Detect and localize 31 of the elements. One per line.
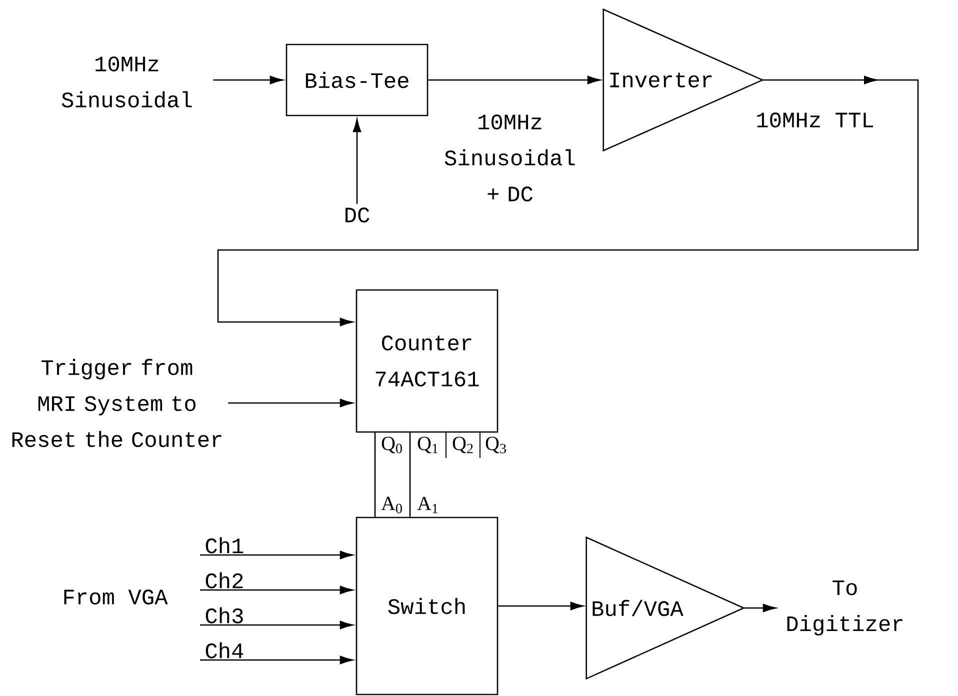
arrow [744,604,776,612]
pin-label: Q$_{0}$ [382,436,402,454]
signal-label: 10MHz Sinusoidal [62,56,192,108]
arrow [498,602,584,610]
connection-line [374,432,376,517]
arrow [200,550,353,560]
pin-label: Q$_{3}$ [486,436,506,454]
signal-label: Trigger from MRI System to Reset the Counter [12,358,222,448]
edge-label: Ch3 [206,607,243,624]
edge-label: Ch2 [206,572,243,588]
block-box: Bias-Tee [286,44,428,116]
arrow [213,76,283,84]
arrow [200,656,353,664]
pin-label: A$_{1}$ [417,496,438,514]
arrow [428,76,600,84]
pin-label: A$_{0}$ [381,496,402,514]
arrow [200,620,353,630]
arrow [228,398,353,408]
block-box: Counter 74ACT161 [356,289,498,433]
block-box: Switch [356,516,498,696]
arrow [200,586,353,594]
arrow [352,119,362,204]
signal-label: DC [346,208,370,222]
arrow [217,76,919,326]
connection-line [409,432,411,517]
edge-label: Ch1 [206,537,244,554]
edge-label: 10MHz Sinusoidal + DC [444,114,575,202]
pin-label: Q$_{1}$ [418,436,438,454]
signal-label: To Digitizer [787,580,902,636]
signal-label: From VGA [64,590,168,604]
edge-label: Ch4 [206,642,244,658]
